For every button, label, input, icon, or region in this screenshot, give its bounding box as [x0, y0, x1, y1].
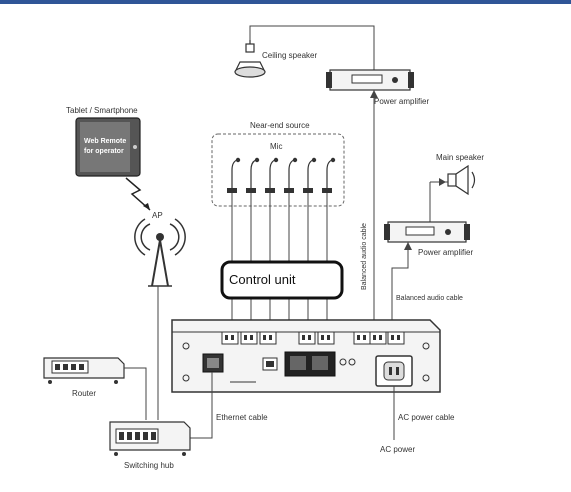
hub-port [119, 432, 124, 440]
terminal-block [298, 331, 316, 345]
wireless-bolt-icon [125, 177, 151, 211]
mic-icon [322, 157, 336, 193]
terminal-block [387, 331, 405, 345]
router-port [55, 364, 60, 370]
terminal-block [221, 331, 239, 345]
web-remote-line1: Web Remote [84, 138, 126, 145]
control-unit-label-box [220, 260, 344, 300]
mic-icon [227, 157, 241, 193]
hub-port [135, 432, 140, 440]
terminal-block [353, 331, 371, 345]
mic-label: Mic [270, 142, 282, 151]
arrow-up-icon [370, 90, 378, 98]
access-point-icon [134, 218, 186, 287]
main-speaker-icon [447, 164, 476, 196]
power-amplifier-mid-label: Power amplifier [418, 248, 473, 257]
ac-power-cable-label: AC power cable [398, 413, 455, 422]
router-device [43, 357, 125, 384]
main-speaker-cable-b [412, 182, 431, 223]
tablet-label: Tablet / Smartphone [66, 106, 138, 115]
ethernet-cable [190, 372, 213, 439]
power-amplifier-mid [384, 221, 470, 243]
arrow-up-icon-2 [404, 242, 412, 250]
ethernet-cable-label: Ethernet cable [216, 413, 268, 422]
terminal-block [240, 331, 258, 345]
mic-icon [265, 157, 279, 193]
near-end-source-label: Near-end source [250, 121, 310, 130]
power-amplifier-top [326, 69, 414, 91]
terminal-block [369, 331, 387, 345]
router-port [79, 364, 84, 370]
tablet-device [75, 117, 141, 177]
router-cable [124, 367, 147, 420]
balanced-audio-label: Balanced audio cable [396, 295, 463, 302]
ac-power-label: AC power [380, 445, 415, 454]
balanced-audio-vertical-label: Balanced audio cable [361, 223, 368, 290]
switching-hub-device [109, 421, 191, 456]
mic-icon [303, 157, 317, 193]
mic-icon [284, 157, 298, 193]
mic-icon [246, 157, 260, 193]
terminal-block [259, 331, 277, 345]
control-unit-label: Control unit [229, 272, 296, 287]
router-port [71, 364, 76, 370]
arrow-right-icon [439, 178, 446, 186]
power-amplifier-top-label: Power amplifier [374, 97, 429, 106]
control-unit-device [171, 319, 441, 393]
ap-label: AP [152, 211, 163, 220]
hub-port [143, 432, 148, 440]
near-end-source-box [211, 133, 345, 207]
router-label: Router [72, 389, 96, 398]
mic-group [227, 157, 336, 193]
hub-port [151, 432, 156, 440]
balanced-audio-cable [391, 242, 409, 332]
terminal-block [317, 331, 335, 345]
main-speaker-label: Main speaker [436, 153, 484, 162]
ceiling-speaker-icon [234, 40, 266, 78]
hub-port [127, 432, 132, 440]
top-border [0, 0, 571, 4]
switching-hub-label: Switching hub [124, 461, 174, 470]
web-remote-line2: for operator [84, 148, 124, 155]
ceiling-speaker-label: Ceiling speaker [262, 51, 317, 60]
ceiling-speaker-cable [249, 25, 375, 70]
wireless-arrow-icon [143, 203, 150, 210]
router-port [63, 364, 68, 370]
